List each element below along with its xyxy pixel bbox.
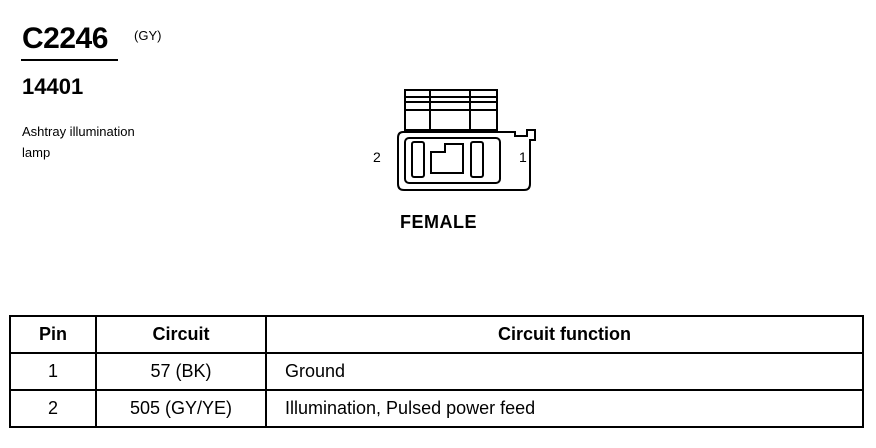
cell-function: Illumination, Pulsed power feed xyxy=(265,389,864,428)
pin-table: Pin Circuit Circuit function 1 57 (BK) G… xyxy=(9,315,864,428)
connector-cavity xyxy=(404,137,501,184)
table-header-row: Pin Circuit Circuit function xyxy=(9,315,864,354)
cell-circuit: 57 (BK) xyxy=(95,352,267,391)
table-row: 2 505 (GY/YE) Illumination, Pulsed power… xyxy=(9,389,864,428)
cell-pin: 2 xyxy=(9,389,97,428)
component-description-line2: lamp xyxy=(22,145,51,160)
connector-id-underline xyxy=(21,59,118,61)
cell-circuit: 505 (GY/YE) xyxy=(95,389,267,428)
connector-color-code: (GY) xyxy=(134,28,162,43)
connector-id: C2246 xyxy=(22,22,108,55)
header-circuit: Circuit xyxy=(95,315,267,354)
header-pin: Pin xyxy=(9,315,97,354)
connector-face-diagram: 2 1 xyxy=(373,89,536,191)
pin-label-2: 2 xyxy=(373,149,381,165)
cell-function: Ground xyxy=(265,352,864,391)
table-row: 1 57 (BK) Ground xyxy=(9,352,864,391)
connector-body xyxy=(397,129,536,191)
header-circuit-function: Circuit function xyxy=(265,315,864,354)
connector-terminal-block xyxy=(404,89,498,131)
terminal-key xyxy=(430,143,464,174)
pin-label-1: 1 xyxy=(519,149,527,165)
terminal-right xyxy=(470,141,484,178)
cell-pin: 1 xyxy=(9,352,97,391)
component-description-line1: Ashtray illumination xyxy=(22,124,135,139)
connector-gender-label: FEMALE xyxy=(400,212,477,232)
terminal-left xyxy=(411,141,425,178)
part-number: 14401 xyxy=(22,74,84,99)
